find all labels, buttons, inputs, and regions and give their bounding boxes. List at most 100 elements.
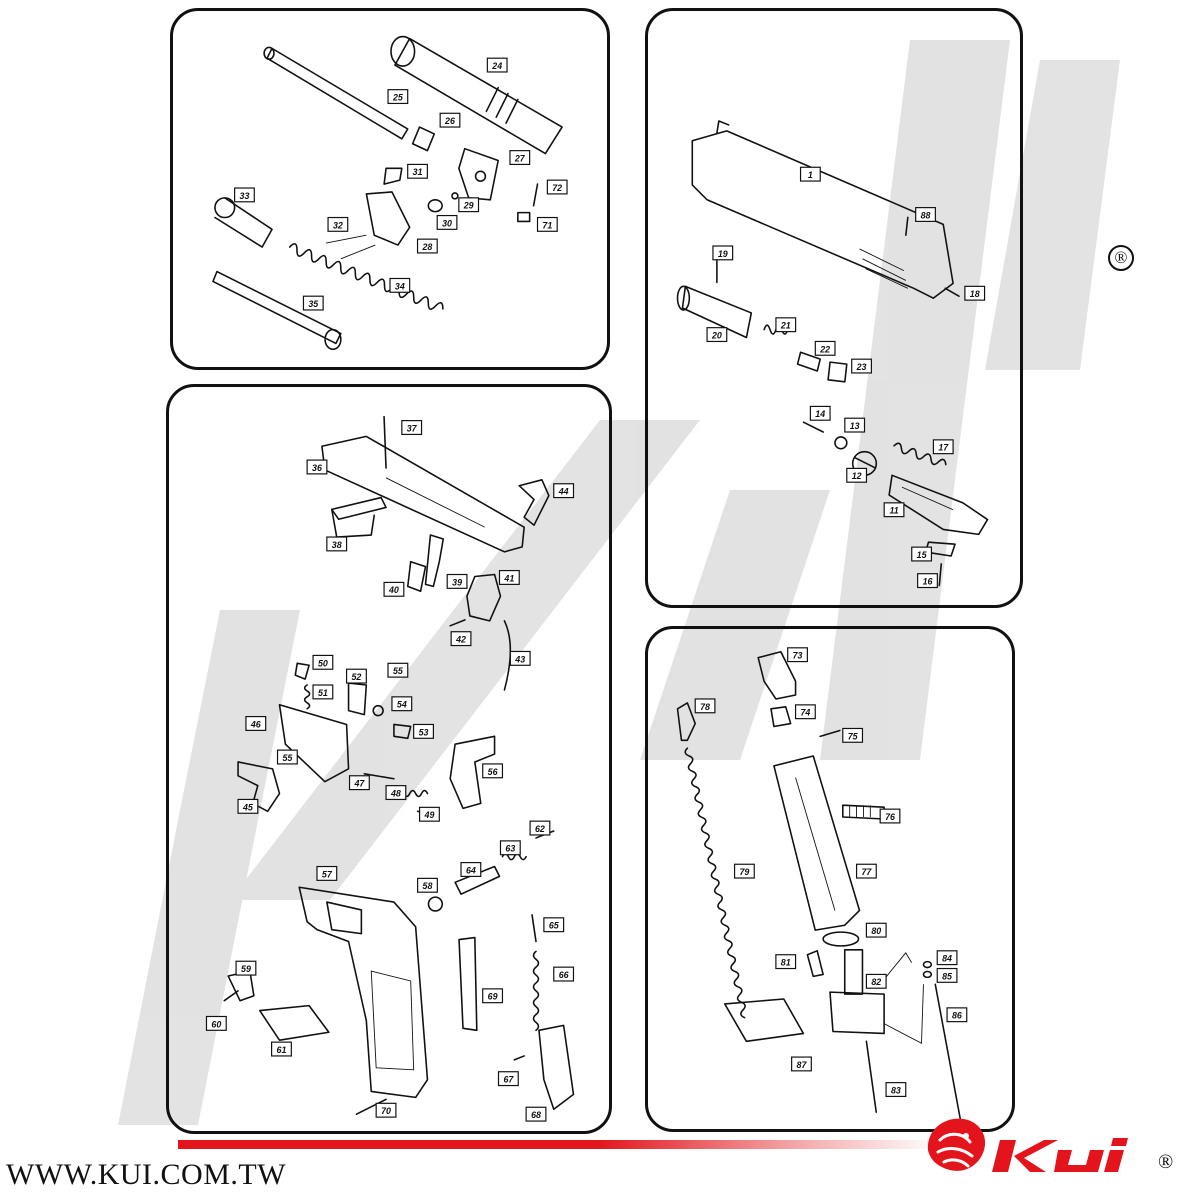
callout-11: 11: [883, 502, 905, 518]
svg-text:64: 64: [466, 865, 476, 875]
callout-87: 87: [791, 1056, 812, 1072]
svg-text:53: 53: [419, 727, 429, 737]
svg-text:69: 69: [488, 992, 498, 1002]
svg-text:52: 52: [352, 672, 362, 682]
svg-text:33: 33: [240, 191, 250, 201]
callout-41: 41: [498, 569, 520, 585]
svg-text:32: 32: [333, 220, 343, 230]
callout-79: 79: [733, 863, 755, 879]
svg-text:11: 11: [889, 506, 898, 516]
callout-55a: 55: [387, 662, 409, 678]
callout-42: 42: [450, 631, 472, 647]
callout-59: 59: [235, 960, 257, 976]
svg-text:79: 79: [739, 867, 749, 877]
part-50-part: [294, 662, 310, 680]
svg-text:78: 78: [700, 702, 710, 712]
svg-text:83: 83: [891, 1085, 901, 1095]
svg-text:20: 20: [711, 331, 722, 341]
callout-37: 37: [401, 420, 423, 436]
svg-text:12: 12: [852, 471, 862, 481]
callout-31: 31: [407, 163, 428, 179]
part-51-spring: [303, 684, 311, 710]
callout-16: 16: [917, 573, 938, 589]
part-28-chamber: [325, 191, 411, 260]
panel-barrel-group: 24 25 26 27 31 72 33 29 30 71 32 28 34 3…: [170, 8, 610, 370]
part-57-lower-frame: [298, 886, 429, 1099]
svg-text:71: 71: [542, 220, 552, 230]
part-11-blowback-unit: [888, 474, 989, 536]
svg-text:35: 35: [308, 299, 319, 309]
part-83-bolt: [865, 1040, 878, 1113]
registered-mark: ®: [1108, 245, 1134, 271]
part-23-block: [827, 361, 848, 383]
svg-text:59: 59: [241, 964, 251, 974]
part-73-follower: [757, 650, 797, 700]
svg-text:40: 40: [388, 585, 399, 595]
part-16-screw: [938, 563, 943, 587]
callout-64: 64: [460, 861, 482, 877]
part-88-screw: [905, 216, 909, 236]
callout-43: 43: [509, 650, 531, 666]
callout-51: 51: [312, 684, 334, 700]
svg-text:16: 16: [923, 577, 933, 587]
svg-text:27: 27: [514, 153, 526, 163]
svg-text:39: 39: [452, 577, 462, 587]
part-52-safety: [347, 682, 368, 716]
part-37-pin: [383, 415, 387, 469]
part-27-hop-chamber: [458, 147, 499, 201]
part-79-magazine-spring: [684, 747, 746, 1019]
part-56-mainspring-housing: [449, 735, 496, 810]
part-86-screw: [934, 983, 962, 1123]
callout-14: 14: [809, 405, 831, 421]
callout-44: 44: [553, 483, 575, 499]
svg-text:49: 49: [424, 810, 435, 820]
svg-text:30: 30: [442, 218, 452, 228]
part-22-valve: [796, 351, 822, 372]
svg-text:58: 58: [423, 881, 433, 891]
part-18-screw: [944, 287, 960, 297]
callout-71: 71: [536, 216, 558, 232]
part-44-hammer-strut: [518, 479, 550, 526]
callout-40: 40: [383, 581, 405, 597]
callout-15: 15: [911, 546, 933, 562]
part-68-magwell-piece: [538, 1024, 575, 1111]
callout-48: 48: [385, 785, 407, 801]
panel-slide-group: 1 88 19 18 21 20 22 23 14 13 17 12 11 15…: [645, 8, 1023, 608]
callout-28: 28: [416, 238, 438, 254]
svg-text:45: 45: [242, 802, 254, 812]
callout-53: 53: [413, 723, 434, 739]
callout-35: 35: [302, 295, 324, 311]
callout-24: 24: [486, 57, 508, 73]
svg-text:86: 86: [952, 1011, 962, 1021]
part-25-inner-barrel: [263, 46, 409, 140]
callout-20: 20: [706, 327, 728, 343]
callout-62: 62: [529, 820, 551, 836]
kui-wordmark: [992, 1138, 1128, 1172]
svg-text:75: 75: [848, 731, 859, 741]
part-54-washer: [372, 704, 384, 717]
callout-49: 49: [418, 806, 440, 822]
svg-text:88: 88: [921, 210, 931, 220]
part-34-recoil-spring: [288, 243, 444, 310]
part-20-nozzle-housing: [676, 285, 753, 339]
callout-58: 58: [417, 877, 438, 893]
svg-text:66: 66: [559, 970, 569, 980]
callout-60: 60: [205, 1015, 227, 1031]
svg-text:60: 60: [211, 1019, 221, 1029]
svg-text:44: 44: [558, 487, 569, 497]
svg-text:29: 29: [463, 201, 474, 211]
panel-magazine-group: 73 78 74 75 76 79 77 80 81 84 82 85 86 8…: [645, 626, 1015, 1132]
callout-73: 73: [787, 647, 808, 663]
part-78-spring-guide: [676, 702, 697, 742]
callout-18: 18: [964, 285, 986, 301]
svg-text:48: 48: [390, 788, 401, 798]
callout-55b: 55: [276, 749, 298, 765]
svg-text:21: 21: [780, 321, 791, 331]
callout-34: 34: [389, 277, 411, 293]
part-82-gas-tank: [829, 949, 885, 1035]
part-42-pin: [449, 619, 466, 627]
logo-registered-mark: ®: [1158, 1151, 1173, 1173]
callout-75: 75: [842, 727, 864, 743]
svg-text:65: 65: [549, 921, 560, 931]
part-81-latch: [806, 950, 824, 978]
